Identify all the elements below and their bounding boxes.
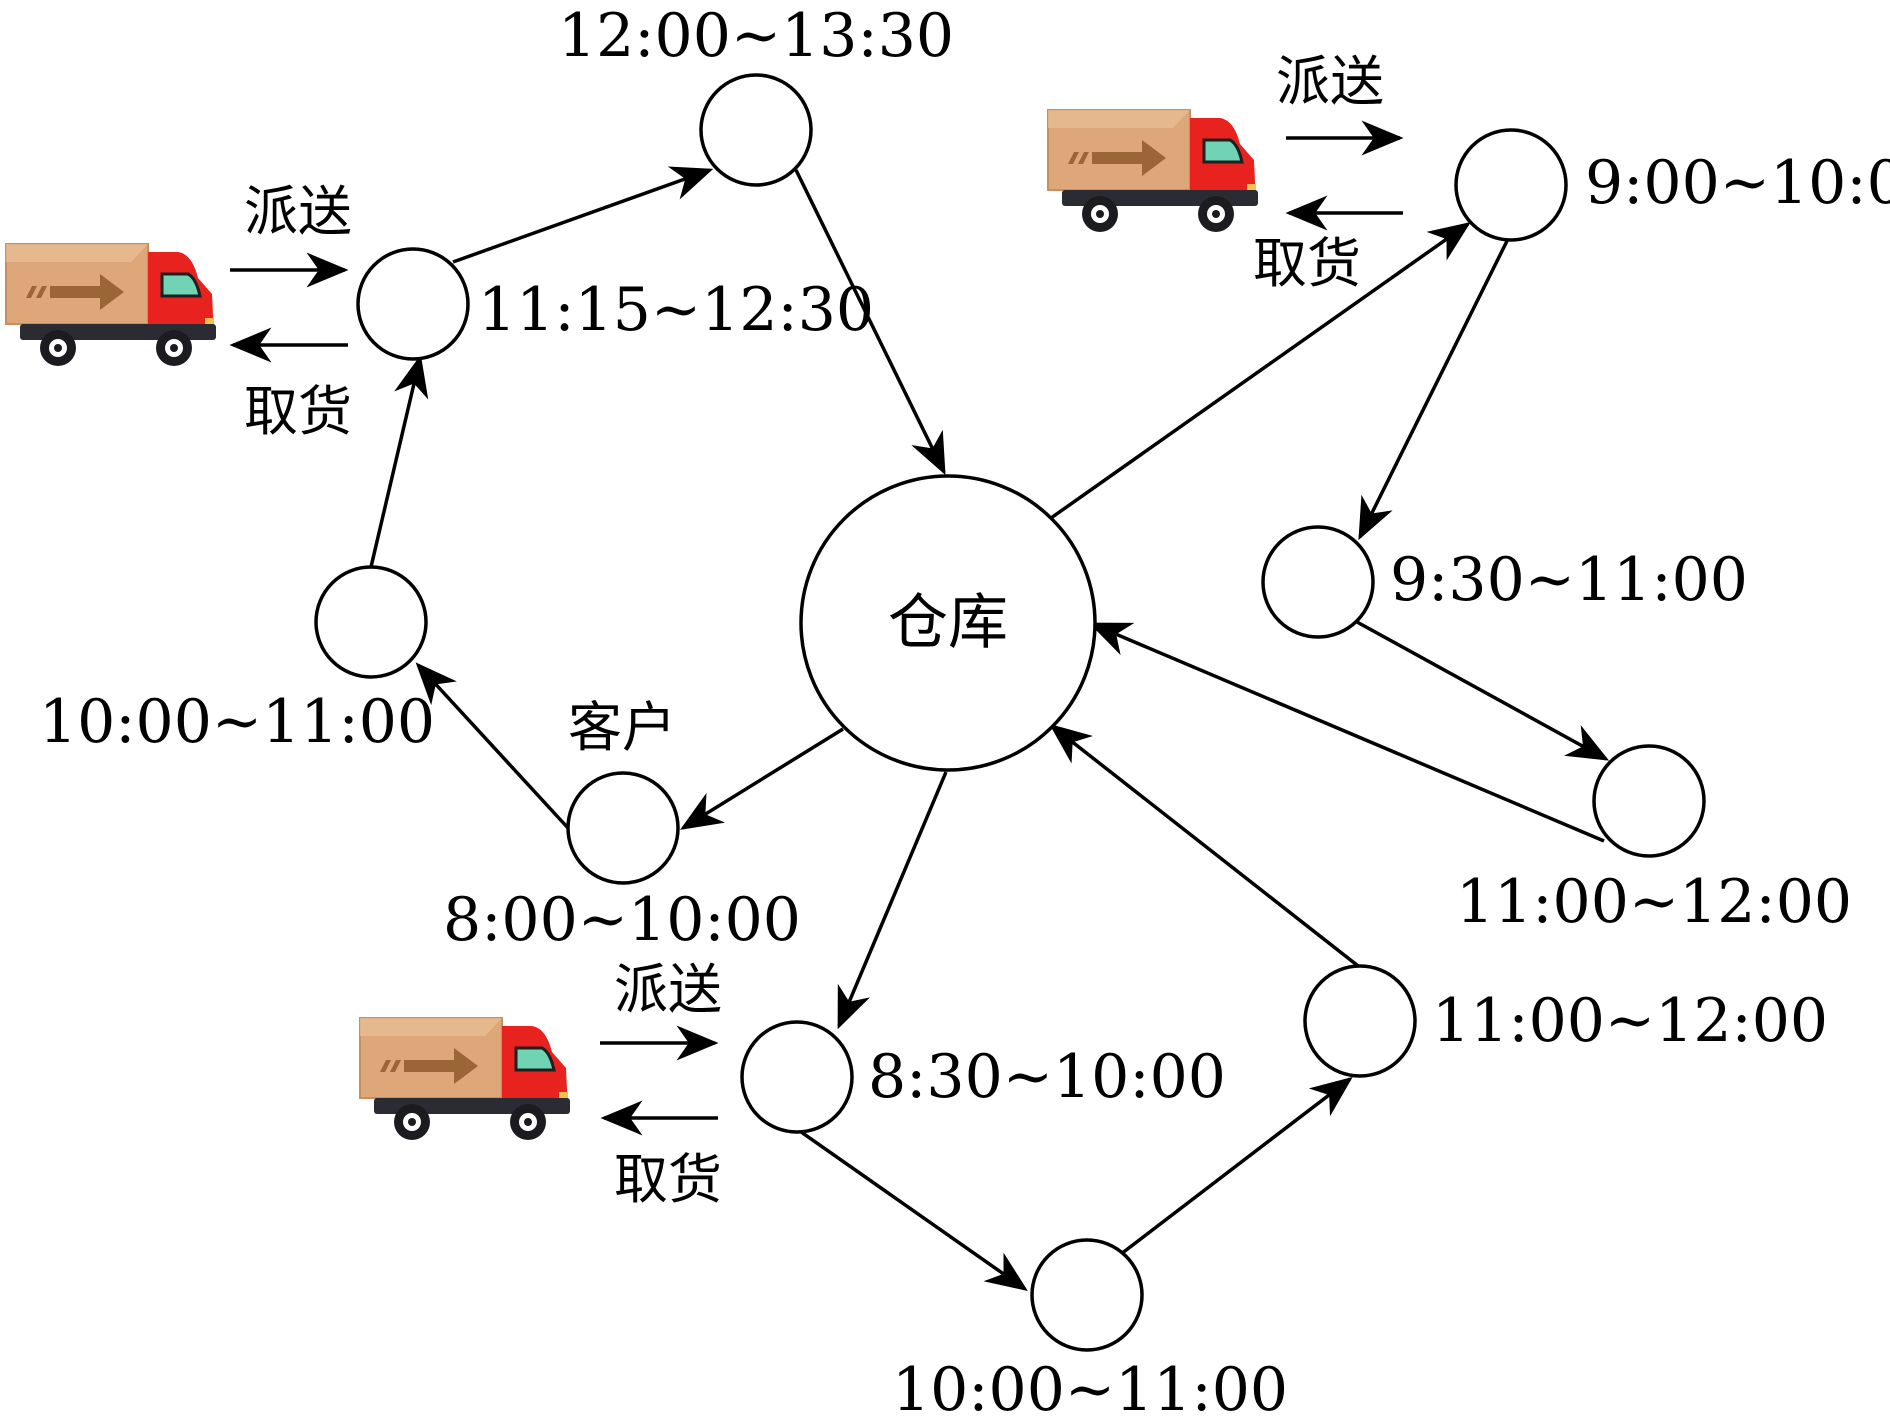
- edge-depot-to-right-top: [1049, 221, 1471, 520]
- edge-depot-to-left-bottom: [680, 727, 844, 830]
- truck-icon: [1046, 108, 1260, 234]
- pickup-label: 取货: [614, 1148, 722, 1211]
- node-bottom-start: [740, 1020, 854, 1134]
- edge-right-top-to-right-mid: [1358, 240, 1509, 541]
- node-right-low: [1592, 744, 1706, 858]
- pickup-label: 取货: [244, 380, 352, 443]
- node-bottom-right: [1303, 964, 1417, 1078]
- pickup-label: 取货: [1253, 232, 1361, 295]
- time-window-left-mid: 11:15~12:30: [478, 275, 874, 345]
- edge-left-bottom-to-left-low: [415, 662, 570, 830]
- node-left-bottom: [566, 771, 680, 885]
- edge-right-mid-to-right-low: [1356, 620, 1610, 761]
- route-edges: [369, 166, 1610, 1292]
- truck-group-right: 派送 取货: [1046, 50, 1404, 295]
- time-window-bottom-start: 8:30~10:00: [868, 1042, 1226, 1112]
- time-window-right-top: 9:00~10:00: [1585, 148, 1890, 218]
- depot-node: [799, 474, 1097, 772]
- edge-left-mid-to-left-top: [452, 166, 714, 264]
- time-window-right-low: 11:00~12:00: [1456, 867, 1852, 937]
- nodes: [314, 73, 1706, 1352]
- edge-left-top-to-depot: [794, 169, 946, 476]
- time-window-left-low: 10:00~11:00: [39, 687, 435, 757]
- edge-right-low-to-depot: [1088, 622, 1605, 843]
- deliver-label: 派送: [1276, 50, 1384, 113]
- depot-label: 仓库: [888, 588, 1008, 658]
- edge-bottom-mid-to-bottom-right: [1119, 1076, 1353, 1256]
- truck-icon: [358, 1016, 572, 1142]
- truck-group-bottom: 派送 取货: [358, 958, 722, 1211]
- node-bottom-mid: [1030, 1238, 1144, 1352]
- time-window-bottom-mid: 10:00~11:00: [892, 1355, 1288, 1425]
- node-left-mid: [356, 247, 470, 361]
- node-right-mid: [1261, 525, 1375, 639]
- edge-bottom-right-to-depot: [1049, 723, 1364, 971]
- edge-bottom-start-to-bottom-mid: [792, 1125, 1028, 1292]
- node-left-top: [699, 73, 813, 187]
- node-right-top: [1454, 128, 1568, 242]
- time-window-left-bottom: 8:00~10:00: [443, 885, 801, 955]
- time-window-bottom-right: 11:00~12:00: [1432, 986, 1828, 1056]
- deliver-label: 派送: [244, 180, 352, 243]
- truck-icon: [4, 242, 218, 368]
- customer-label: 客户: [568, 696, 676, 759]
- node-left-low: [314, 565, 428, 679]
- edge-depot-to-bottom-start: [837, 771, 948, 1030]
- truck-group-left: 派送 取货: [4, 180, 352, 443]
- edge-left-low-to-left-mid: [369, 354, 429, 568]
- time-window-right-mid: 9:30~11:00: [1390, 545, 1748, 615]
- time-window-left-top: 12:00~13:30: [558, 1, 954, 71]
- deliver-label: 派送: [614, 958, 722, 1021]
